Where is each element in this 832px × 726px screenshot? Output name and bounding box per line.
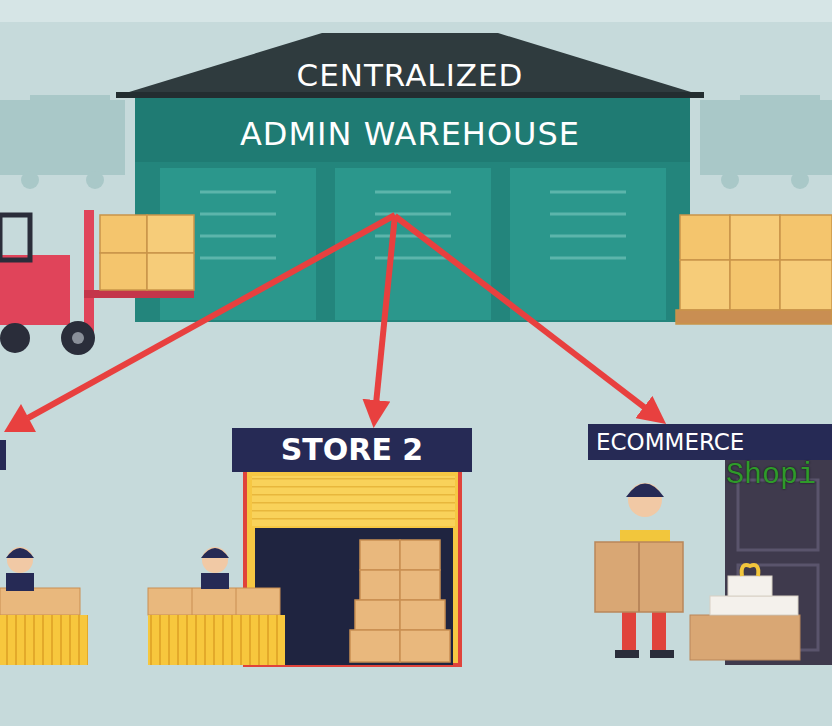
forklift [0, 210, 194, 355]
store-sign: STORE 2 [232, 428, 472, 472]
ecommerce-sign: ECOMMERCE [588, 424, 832, 460]
node-title: CENTRALIZED [297, 58, 524, 94]
node-subtitle: ADMIN WAREHOUSE [240, 116, 580, 153]
brand-label-box: Shopi [726, 458, 816, 493]
node-title: STORE 2 [281, 433, 424, 468]
store-1 [0, 440, 88, 665]
flow-arrow [395, 216, 646, 408]
store-2-building [148, 470, 460, 665]
node-title: ECOMMERCE [596, 429, 744, 455]
flow-arrow-offscreen [4, 215, 395, 432]
warehouse-building [116, 33, 704, 322]
warehouse-node: CENTRALIZED ADMIN WAREHOUSE [130, 28, 690, 216]
flow-arrow [376, 216, 395, 402]
brand-label: Shopi [726, 458, 816, 492]
